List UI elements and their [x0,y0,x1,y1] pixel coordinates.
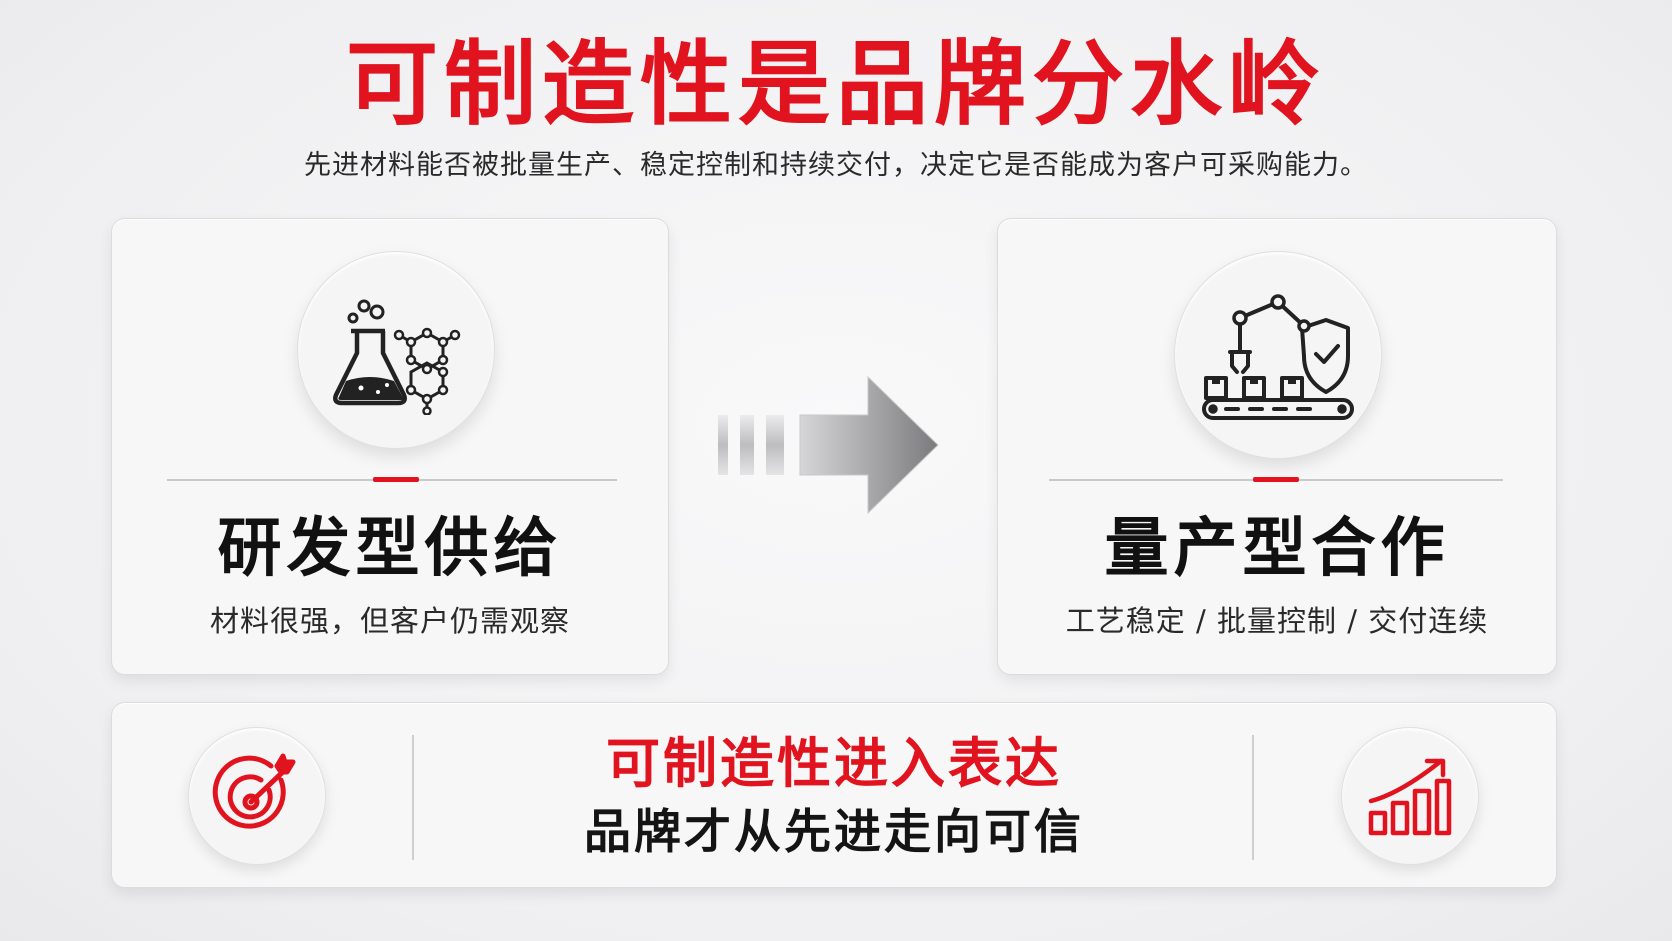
rd-supply-card: 研发型供给 材料很强，但客户仍需观察 [111,218,669,675]
robot-arm-conveyor-shield-icon [1202,294,1354,420]
target-icon-circle [188,727,326,865]
page-title: 可制造性是品牌分水岭 [345,31,1326,138]
separator [1252,735,1254,860]
card-title: 研发型供给 [217,512,563,586]
right-arrow-icon [718,375,939,515]
factory-icon-circle [1174,251,1382,459]
conclusion-banner: 可制造性进入表达 品牌才从先进走向可信 [111,702,1557,888]
chemistry-flask-molecule-icon [333,299,461,415]
card-title: 量产型合作 [1104,512,1450,586]
mass-production-card: 量产型合作 工艺稳定 / 批量控制 / 交付连续 [997,218,1557,675]
target-arrow-icon [212,753,296,829]
page-subtitle: 先进材料能否被批量生产、稳定控制和持续交付，决定它是否能成为客户可采购能力。 [304,150,1368,181]
banner-headline: 可制造性进入表达 [606,732,1062,795]
divider-accent [373,477,419,482]
divider-accent [1253,477,1299,482]
growth-chart-icon [1368,758,1452,836]
banner-subheadline: 品牌才从先进走向可信 [584,805,1084,860]
card-description: 材料很强，但客户仍需观察 [209,604,570,638]
card-description: 工艺稳定 / 批量控制 / 交付连续 [1065,604,1489,638]
growth-icon-circle [1341,727,1479,865]
chemistry-icon-circle [297,251,495,449]
separator [412,735,414,860]
